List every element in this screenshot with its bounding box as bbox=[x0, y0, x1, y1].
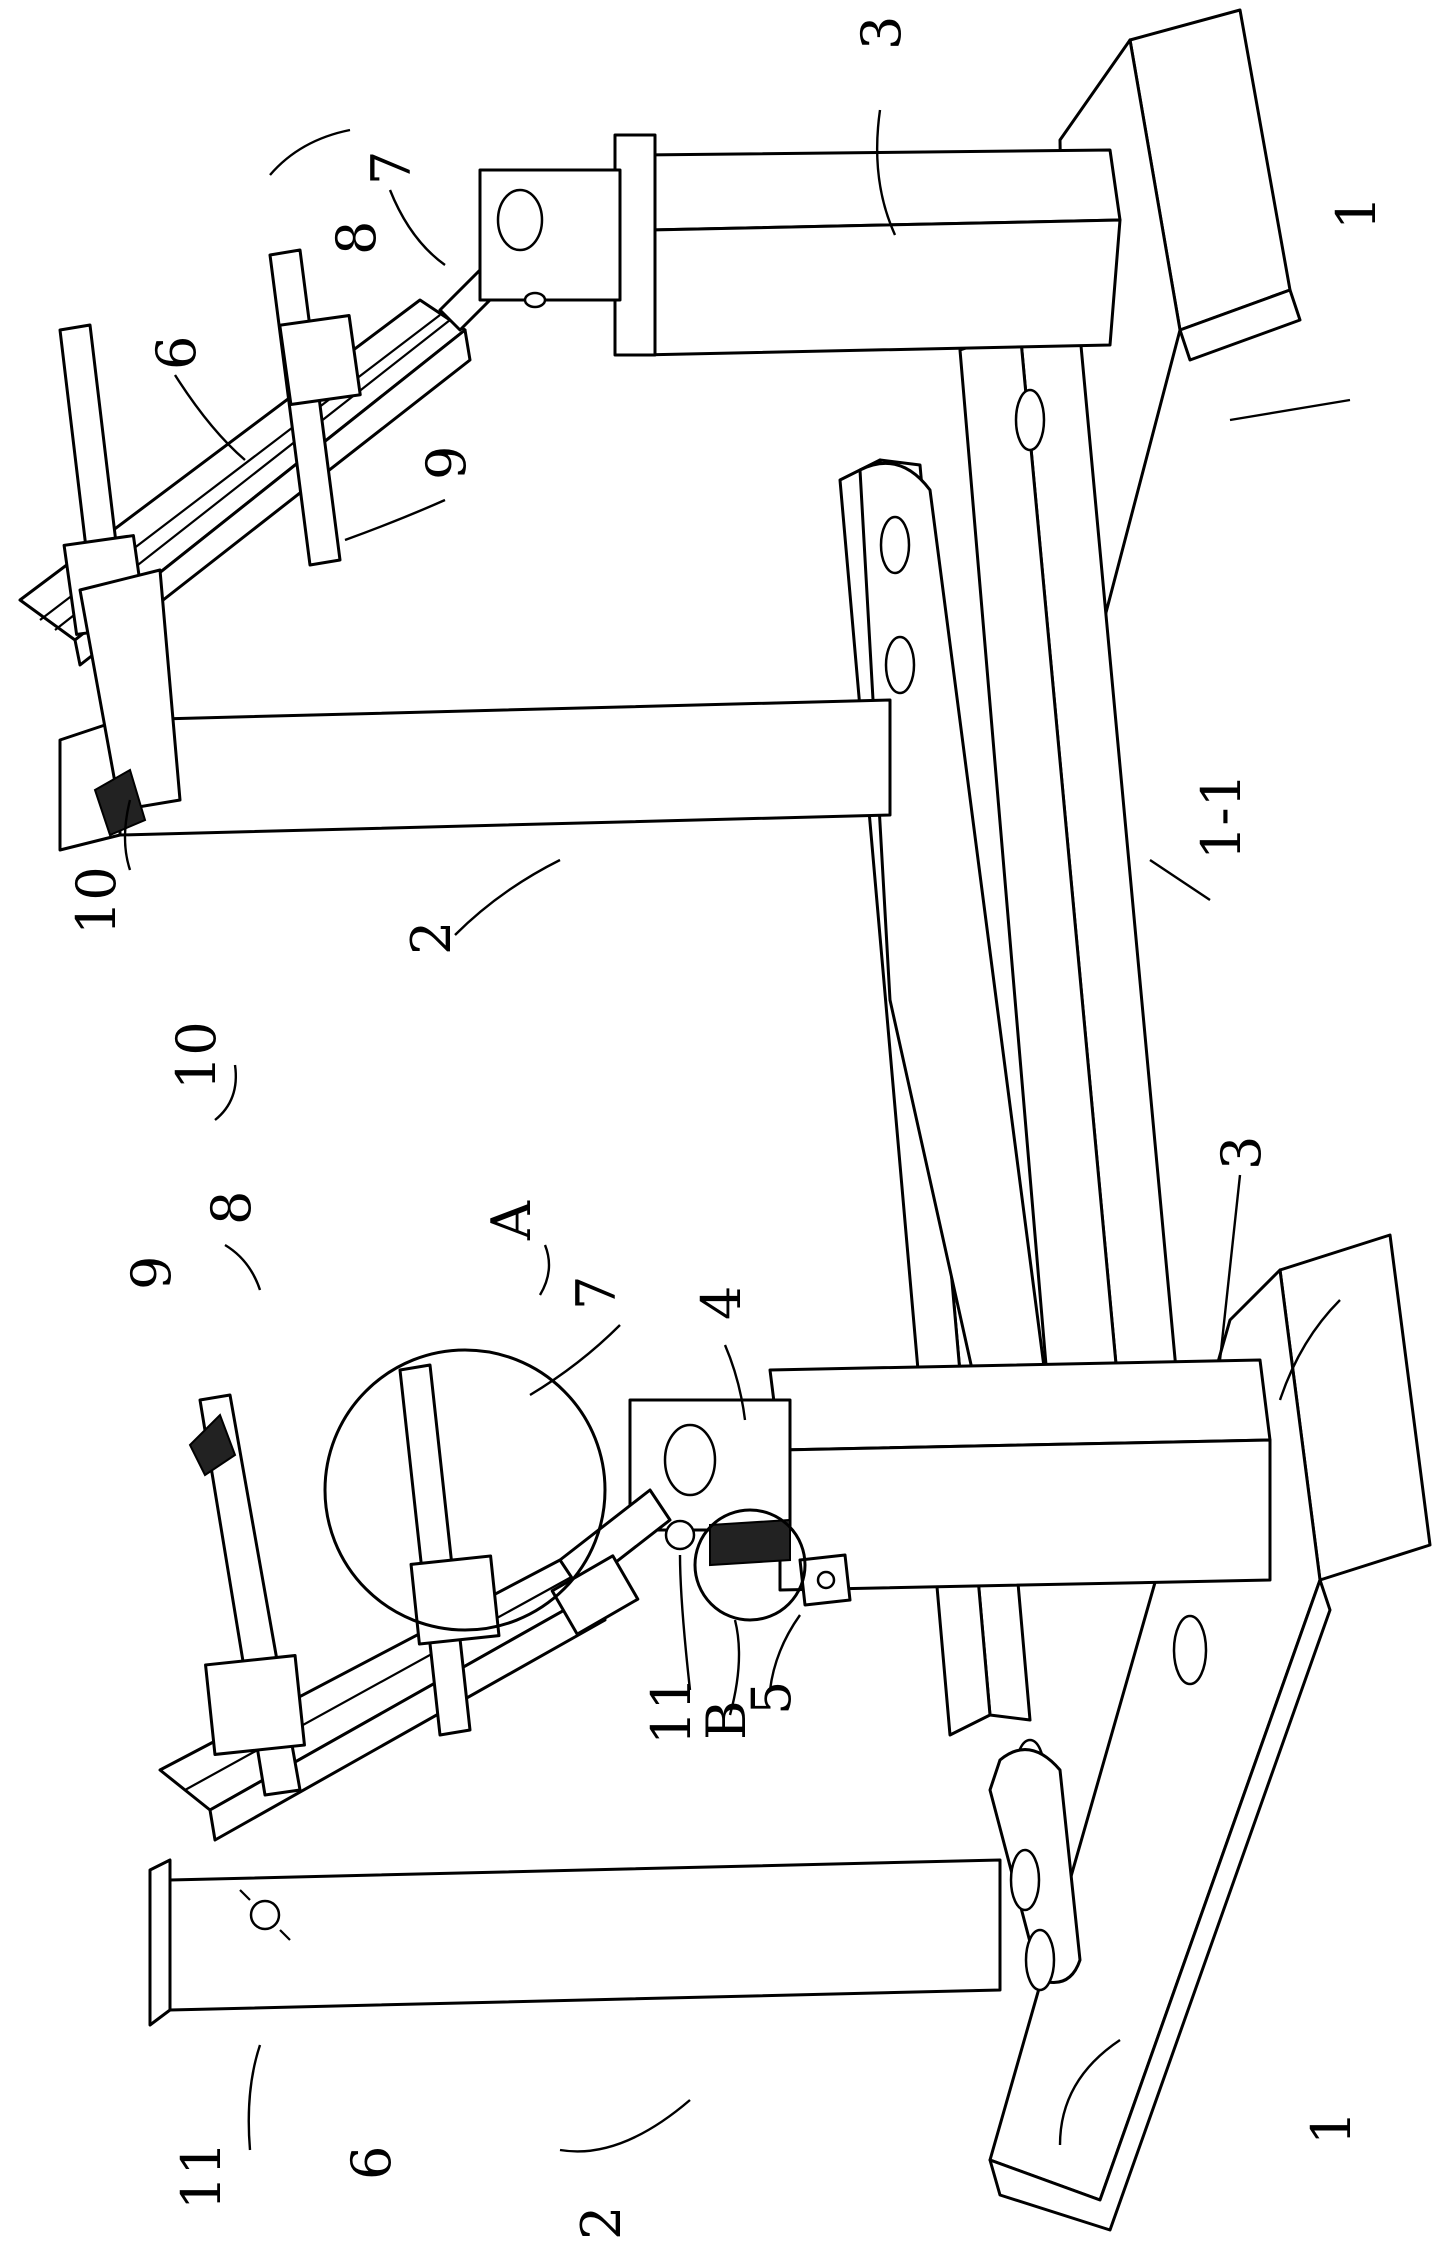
wing-nut-left-icon bbox=[239, 1889, 291, 1941]
label-6-right: 6 bbox=[145, 336, 208, 370]
rod-left-long bbox=[398, 1363, 501, 1737]
label-b: B bbox=[695, 1700, 758, 1740]
label-3-right: 3 bbox=[850, 16, 913, 50]
leader-lines bbox=[123, 109, 1351, 2153]
label-1-left: 1 bbox=[1300, 2111, 1363, 2145]
label-8-right: 8 bbox=[325, 221, 388, 255]
detail-circle-a bbox=[323, 1348, 607, 1632]
label-11-center: 11 bbox=[640, 1676, 703, 1745]
label-3-left: 3 bbox=[1210, 1136, 1273, 1170]
jaw-left-icon bbox=[188, 1413, 237, 1477]
upright-right bbox=[613, 133, 1122, 357]
jaw-right-icon bbox=[93, 768, 147, 837]
label-9-right: 9 bbox=[415, 446, 478, 480]
column-left bbox=[148, 1858, 1002, 2027]
label-1-1: 1-1 bbox=[1190, 773, 1253, 860]
label-2-left: 2 bbox=[570, 2206, 633, 2240]
label-4: 4 bbox=[690, 1286, 753, 1320]
pad-icon bbox=[709, 1518, 791, 1567]
label-a: A bbox=[480, 1200, 543, 1241]
stopper-icon bbox=[798, 1553, 852, 1607]
label-8-left: 8 bbox=[200, 1191, 263, 1225]
label-5: 5 bbox=[740, 1681, 803, 1715]
rod-right-upper bbox=[268, 248, 362, 567]
wing-nut-center-icon bbox=[664, 1519, 696, 1551]
label-10-right: 10 bbox=[65, 866, 128, 935]
rod-right-lower bbox=[58, 323, 182, 812]
label-1-right: 1 bbox=[1325, 196, 1388, 230]
label-2-right: 2 bbox=[400, 921, 463, 955]
label-10-left: 10 bbox=[165, 1021, 228, 1090]
label-6-left: 6 bbox=[340, 2146, 403, 2180]
detail-circle-b bbox=[693, 1508, 807, 1622]
label-7-right: 7 bbox=[360, 151, 423, 185]
label-9-left: 9 bbox=[120, 1256, 183, 1290]
screw-right bbox=[438, 168, 622, 332]
column-right bbox=[58, 698, 892, 852]
label-11-left: 11 bbox=[170, 2141, 233, 2210]
plate-left bbox=[988, 1614, 1208, 1992]
labels: 3 1 7 8 6 9 1-1 2 10 3 A 7 4 10 8 9 5 B … bbox=[65, 16, 1388, 2240]
rod-left-arm bbox=[198, 1393, 306, 1797]
screw-left bbox=[550, 1488, 672, 1636]
label-7-left: 7 bbox=[565, 1276, 628, 1310]
upright-left bbox=[628, 1358, 1272, 1592]
